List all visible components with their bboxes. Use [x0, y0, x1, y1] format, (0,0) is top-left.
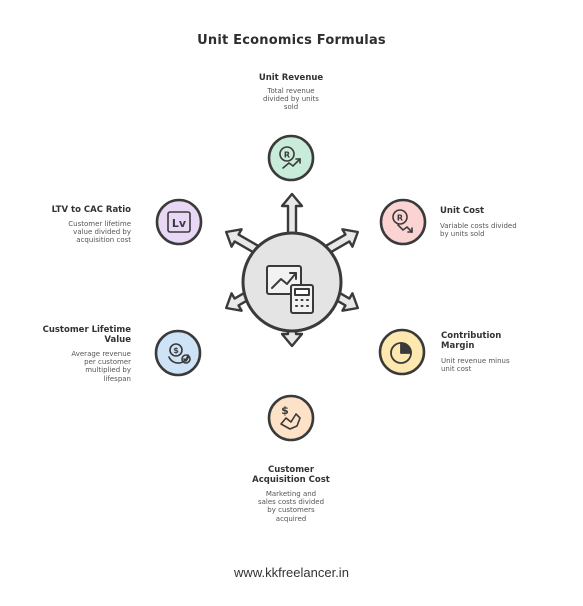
contribution-margin-label: Contribution Margin — [441, 331, 561, 351]
desc-line: Unit revenue minus — [441, 357, 510, 365]
desc-line: Variable costs divided — [440, 222, 517, 230]
desc-line: by customers — [267, 506, 315, 515]
node-ltv-to-cac-ratio: Lv — [155, 198, 203, 246]
label-line: Customer Lifetime — [42, 325, 131, 335]
customer-lifetime-value-description: Average revenue per customer multiplied … — [20, 350, 131, 383]
unit-revenue-description: Total revenue divided by units sold — [231, 87, 351, 112]
ltv-to-cac-ratio-label: LTV to CAC Ratio — [51, 205, 131, 215]
calculator-chart-icon — [266, 265, 314, 314]
ltv-to-cac-ratio-description: Customer lifetime value divided by acqui… — [20, 220, 131, 245]
contribution-margin-description: Unit revenue minus unit cost — [441, 357, 561, 373]
node-contribution-margin — [378, 328, 426, 376]
label-line: Value — [104, 335, 131, 345]
desc-line: sales costs divided — [257, 498, 325, 507]
node-unit-cost: R — [379, 198, 427, 246]
svg-text:R: R — [397, 214, 403, 223]
desc-line: per customer — [84, 358, 131, 367]
center-hub — [241, 231, 343, 333]
desc-line: divided by units — [263, 95, 319, 104]
desc-line: multiplied by — [85, 366, 131, 375]
desc-line: Average revenue — [71, 350, 131, 358]
ratio-icon: Lv — [167, 211, 191, 233]
label-line: Contribution — [441, 331, 502, 341]
footer-website: www.kkfreelancer.in — [234, 565, 349, 580]
unit-cost-description: Variable costs divided by units sold — [440, 222, 570, 238]
customer-acquisition-cost-label: Customer Acquisition Cost — [231, 465, 351, 485]
desc-line: by units sold — [440, 230, 485, 239]
desc-line: sold — [283, 103, 299, 112]
lifetime-value-icon: $ — [168, 343, 191, 364]
revenue-growth-icon: R — [279, 146, 301, 169]
customer-acquisition-cost-description: Marketing and sales costs divided by cus… — [231, 490, 351, 523]
node-customer-lifetime-value: $ — [154, 329, 202, 377]
desc-line: Marketing and — [265, 490, 317, 498]
node-customer-acquisition-cost: $ — [267, 394, 315, 442]
svg-text:$: $ — [281, 404, 289, 417]
pie-chart-icon — [390, 342, 412, 364]
arrow-up — [280, 192, 304, 240]
svg-text:R: R — [284, 151, 290, 160]
label-line: Margin — [441, 341, 475, 351]
desc-line: acquired — [275, 514, 307, 523]
label-line: Acquisition Cost — [252, 475, 330, 485]
desc-line: acquisition cost — [76, 236, 131, 245]
acquisition-cost-icon: $ — [280, 404, 301, 430]
customer-lifetime-value-label: Customer Lifetime Value — [20, 325, 131, 345]
desc-line: unit cost — [441, 365, 472, 374]
svg-text:Lv: Lv — [172, 217, 187, 230]
desc-line: value divided by — [73, 228, 131, 237]
desc-line: lifespan — [103, 374, 131, 383]
svg-text:$: $ — [173, 346, 179, 355]
diagram-title: Unit Economics Formulas — [197, 33, 386, 48]
node-unit-revenue: R — [267, 134, 315, 182]
desc-line: Customer lifetime — [68, 220, 131, 228]
desc-line: Total revenue — [267, 87, 315, 95]
unit-cost-label: Unit Cost — [440, 206, 485, 216]
label-line: Customer — [267, 465, 315, 475]
unit-revenue-label: Unit Revenue — [258, 73, 324, 83]
cost-decline-icon: R — [392, 209, 413, 233]
